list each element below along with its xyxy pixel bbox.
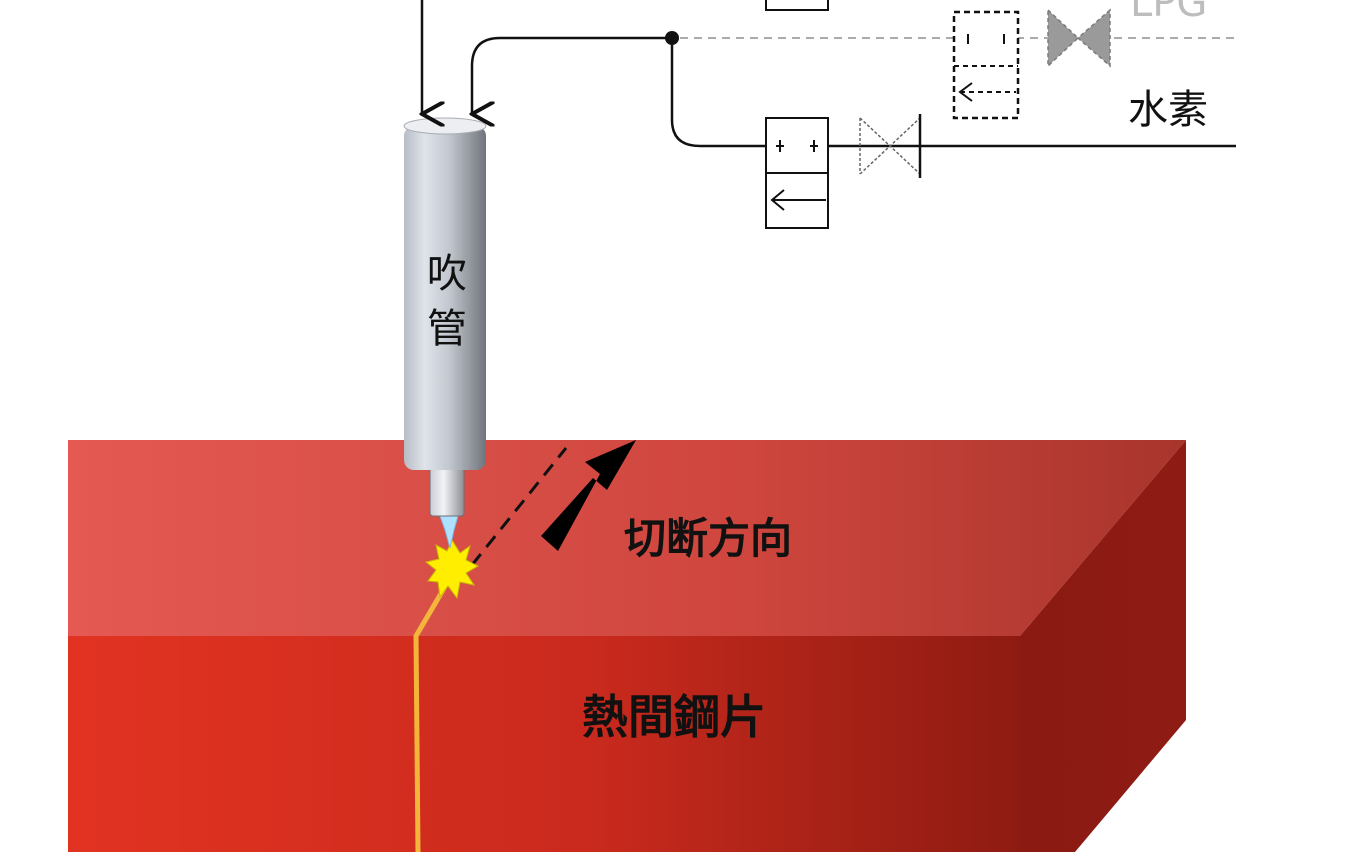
torch-body [404, 126, 486, 470]
gas-piping [422, 0, 1236, 148]
torch-top-cap [403, 117, 487, 135]
cut-line [413, 583, 449, 852]
steel-front-face [68, 636, 1020, 852]
lpg-label: LPG [1130, 0, 1207, 26]
hydrogen-line [670, 38, 766, 148]
hot-steel-label: 熱間鋼片 [582, 690, 766, 744]
cutting-direction-label: 切断方向 [624, 514, 792, 563]
steel-side-face [1020, 440, 1186, 852]
torch: 吹 管 [403, 117, 487, 517]
cutting-path-dashed [470, 447, 568, 566]
valve-box-top-partial [765, 0, 829, 11]
torch-label-char-2: 管 [427, 306, 467, 352]
hydrogen-valve-icon [859, 114, 922, 178]
torch-nozzle [429, 467, 465, 517]
lpg-solenoid-valve [952, 10, 1020, 120]
steel-top-face [68, 440, 1186, 636]
lpg-valve-icon [1047, 8, 1111, 68]
hot-steel-billet [68, 440, 1186, 852]
hydrogen-solenoid-valve [765, 117, 829, 229]
fuel-feed-line [472, 36, 672, 114]
torch-label-char-1: 吹 [427, 251, 467, 297]
hydrogen-label: 水素 [1128, 87, 1208, 133]
spark-icon [424, 538, 480, 600]
cutting-direction-arrow [541, 440, 636, 551]
